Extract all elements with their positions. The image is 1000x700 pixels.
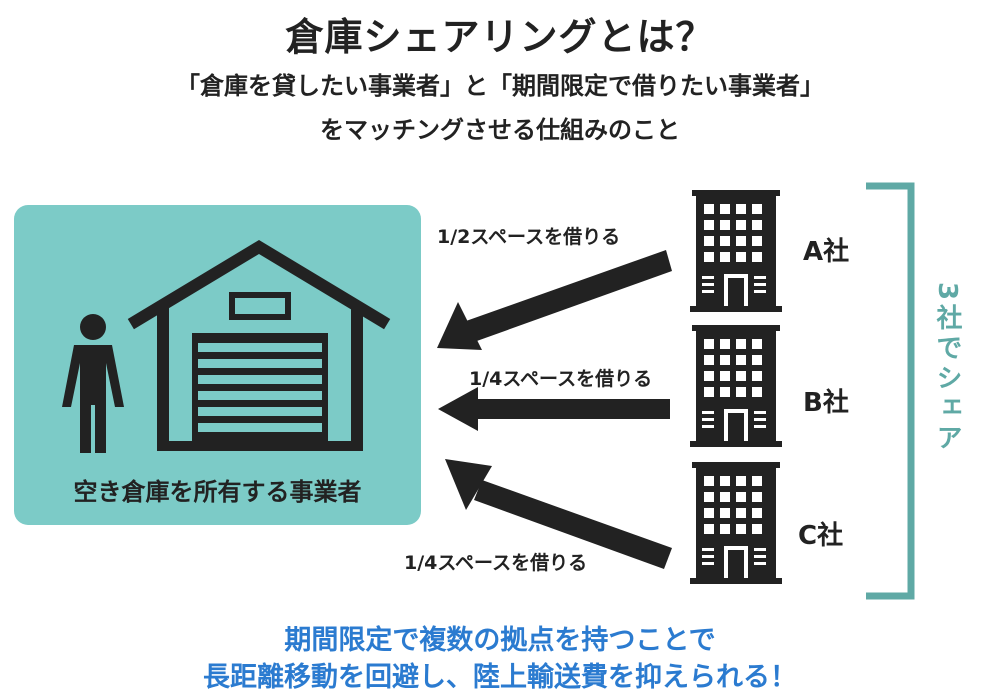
arrow-label-b: 1/4スペースを借りる: [469, 368, 653, 390]
company-a-label: A社: [803, 237, 850, 267]
share-label: 3社でシェア: [932, 282, 962, 455]
company-b-label: B社: [803, 388, 849, 418]
person-icon: [62, 314, 124, 453]
page-title: 倉庫シェアリングとは？: [285, 15, 715, 59]
benefit-line-2: 長距離移動を回避し、陸上輸送費を抑えられる！: [203, 662, 797, 693]
subtitle-line-1: 「倉庫を貸したい事業者」と「期間限定で借りたい事業者」: [176, 72, 824, 100]
benefit-line-1: 期間限定で複数の拠点を持つことで: [284, 625, 716, 656]
owner-illustration: [62, 239, 391, 453]
building-icon: [690, 325, 782, 447]
arrow-label-a: 1/2スペースを借りる: [437, 226, 621, 248]
owner-panel: 空き倉庫を所有する事業者: [14, 205, 421, 525]
building-icon: [690, 462, 782, 584]
owner-label: 空き倉庫を所有する事業者: [73, 478, 362, 506]
warehouse-icon: [127, 239, 391, 451]
subtitle-line-2: をマッチングさせる仕組みのこと: [320, 116, 680, 144]
building-icon: [690, 190, 782, 312]
arrow-c: [445, 459, 672, 569]
arrow-a: [437, 250, 672, 350]
arrow-b: [438, 387, 670, 431]
arrow-label-c: 1/4スペースを借りる: [404, 552, 588, 574]
company-c-label: C社: [798, 521, 844, 551]
